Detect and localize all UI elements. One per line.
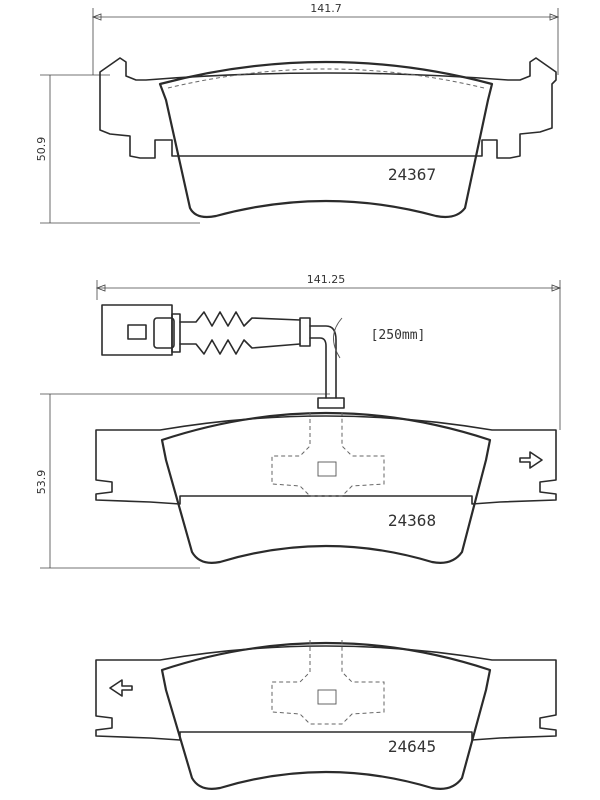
wire-length-label: [250mm]	[371, 328, 426, 343]
pad-code-bottom: 24645	[388, 737, 436, 756]
wear-sensor-connector	[101, 304, 181, 356]
friction-pad-middle	[160, 411, 492, 564]
pad-code-top: 24367	[388, 165, 436, 184]
pad-code-middle: 24368	[388, 511, 436, 530]
direction-arrow-bottom	[109, 679, 133, 697]
width-dimension-top: 141.7	[310, 2, 342, 15]
pad-middle: 141.25 53.9 [250mm]	[35, 273, 562, 569]
width-dimension-middle: 141.25	[307, 273, 346, 286]
pad-top: 141.7 50.9 24367	[35, 2, 560, 224]
sensor-wire	[179, 311, 345, 409]
spring-clip-middle	[271, 412, 385, 497]
backing-plate-top	[99, 57, 557, 159]
height-dimension-top: 50.9	[35, 137, 48, 162]
height-dimension-middle: 53.9	[35, 470, 48, 495]
backing-plate-bottom	[95, 645, 557, 741]
pad-bottom: 24645	[95, 640, 557, 790]
friction-pad-top	[158, 60, 494, 219]
direction-arrow-middle	[519, 451, 543, 469]
spring-clip-bottom	[271, 640, 385, 725]
friction-pad-bottom	[160, 641, 492, 790]
